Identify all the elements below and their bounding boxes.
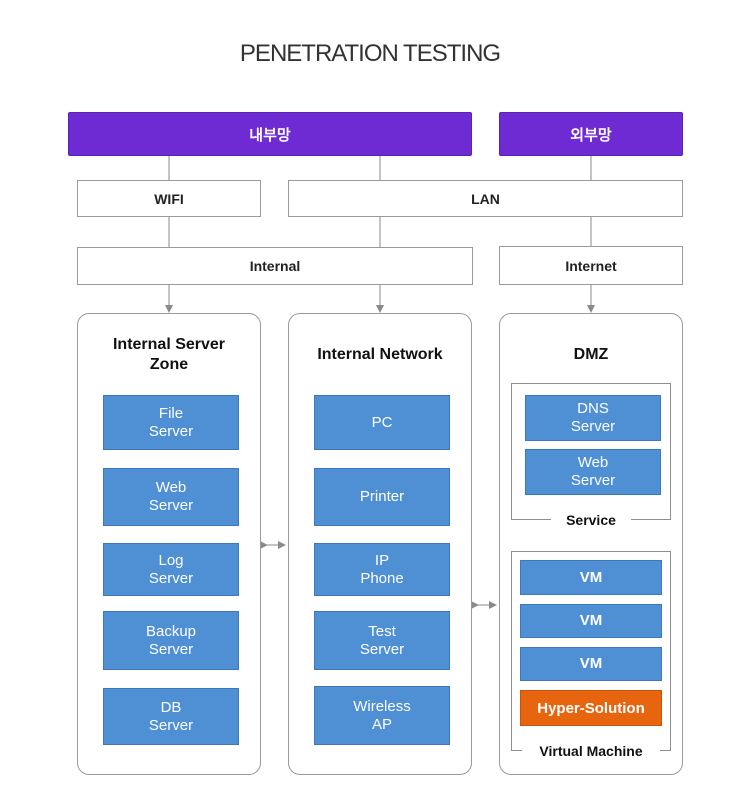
dmz-title: DMZ <box>573 346 609 363</box>
wifi-box: WIFI <box>77 180 261 217</box>
db-server: DB Server <box>103 688 239 745</box>
web-server: Web Server <box>103 468 239 526</box>
file-server: File Server <box>103 395 239 450</box>
virtual-machine-label: Virtual Machine <box>522 743 660 759</box>
server-zone-title-line-2: Zone <box>149 356 189 373</box>
dns-server: DNS Server <box>525 395 661 441</box>
service-label: Service <box>551 512 631 528</box>
hyper-solution: Hyper-Solution <box>520 690 662 726</box>
test-server: Test Server <box>314 611 450 670</box>
log-server: Log Server <box>103 543 239 596</box>
ip-phone-device: IP Phone <box>314 543 450 596</box>
page-title: PENETRATION TESTING <box>239 40 501 67</box>
server-zone-title: Internal Server Zone <box>77 335 261 375</box>
network-zone-title: Internal Network <box>317 346 443 363</box>
dmz-web-server: Web Server <box>525 449 661 495</box>
external-network-header: 외부망 <box>499 112 683 156</box>
wireless-ap: Wireless AP <box>314 686 450 745</box>
internal-network-header: 내부망 <box>68 112 472 156</box>
vm-1: VM <box>520 560 662 595</box>
pc-device: PC <box>314 395 450 450</box>
lan-box: LAN <box>288 180 683 217</box>
internal-box: Internal <box>77 247 473 285</box>
server-zone-title-line-1: Internal Server <box>112 336 226 353</box>
backup-server: Backup Server <box>103 611 239 670</box>
vm-2: VM <box>520 604 662 638</box>
internet-box: Internet <box>499 246 683 285</box>
vm-3: VM <box>520 647 662 681</box>
printer-device: Printer <box>314 468 450 526</box>
